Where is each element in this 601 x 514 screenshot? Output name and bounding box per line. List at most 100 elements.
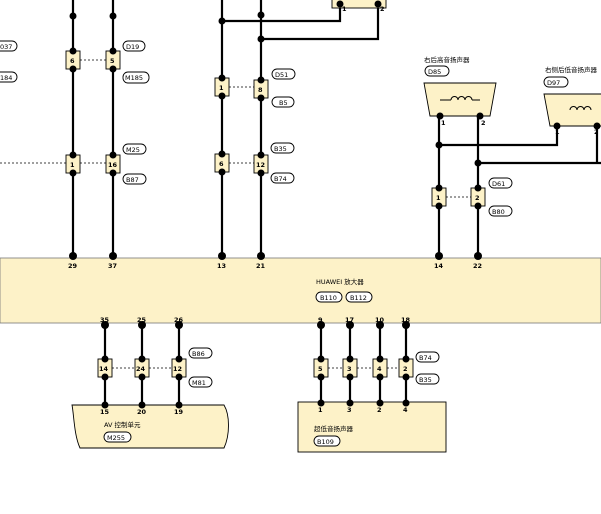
sub-top-pin-4: 18 [401, 316, 411, 324]
conn-w37-top-dot-a [109, 47, 117, 55]
av-conn-2-dot-a [138, 355, 146, 363]
av-bot-pin-3: 19 [174, 408, 184, 416]
sub-conn-pin-4: 2 [403, 365, 408, 373]
av-top-pin-1: 35 [100, 316, 110, 324]
av-conn-3-dot-b [175, 373, 183, 381]
sub-conn-pin-3: 4 [377, 365, 382, 373]
top-connector-dot-1 [336, 0, 344, 8]
wire-29-node [69, 12, 77, 20]
sub-tag-b35-pill [415, 373, 440, 385]
av-conn-1-dot-a [101, 355, 109, 363]
subwoofer-title: 超低音扬声器 [314, 424, 354, 433]
tag-d85-pill [424, 65, 450, 77]
av-top-dot-3 [175, 321, 183, 329]
av-conn-pin-3: 12 [173, 365, 182, 373]
wire-22-node [474, 159, 482, 167]
rear-high-speaker-pin-1: 1 [441, 119, 446, 127]
tag-b5: B5 [279, 99, 288, 107]
av-conn-1-dot-b [101, 373, 109, 381]
tag-b5-pill [271, 96, 295, 108]
top-connector-pin-2: 2 [380, 5, 385, 13]
edge-tag-037: 037 [0, 43, 12, 51]
wire-21-node-a [257, 11, 265, 19]
av-tag-b86-pill [188, 347, 213, 359]
conn-w37-mid-dot-a [109, 151, 117, 159]
av-top-pin-2: 25 [137, 316, 147, 324]
sub-bot-dot-4 [402, 399, 410, 407]
sub-bot-pin-1: 1 [318, 406, 323, 414]
conn-w13-mid-dot-b [218, 168, 226, 176]
conn-w13-mid-dot-a [218, 150, 226, 158]
amplifier-title: HUAWEI 放大器 [316, 277, 364, 286]
wire-14-end [435, 252, 443, 260]
pin-13: 13 [217, 262, 226, 270]
tag-b74: B74 [274, 175, 287, 183]
rear-low-speaker-coil-icon [569, 106, 592, 111]
tag-m25-pill [122, 143, 147, 155]
tag-d85: D85 [428, 68, 441, 76]
edge-tag-037-pill [0, 40, 18, 52]
sub-bot-dot-3 [376, 399, 384, 407]
tag-d19-pill [122, 40, 146, 52]
conn-w21-top-dot-b [257, 94, 265, 102]
conn-w37-top-pin: 5 [110, 57, 115, 65]
conn-w14-pin: 1 [436, 194, 441, 202]
conn-w37-mid-pin: 16 [108, 161, 118, 169]
sub-top-dot-3 [376, 321, 384, 329]
edge-tag-184-pill [0, 71, 18, 83]
conn-w29-top-dot-b [69, 65, 77, 73]
av-top-pin-3: 26 [174, 316, 184, 324]
sub-top-dot-4 [402, 321, 410, 329]
subwoofer-tag-pill [313, 435, 341, 447]
amplifier-tag-b112-pill [345, 291, 373, 303]
sub-conn-3-dot-a [376, 355, 384, 363]
conn-w29-top-pin: 6 [70, 57, 75, 65]
sub-conn-3-dot-b [376, 373, 384, 381]
top-connector-dot-2 [374, 0, 382, 8]
av-bot-dot-2 [138, 401, 146, 409]
tag-d61-pill [488, 177, 513, 189]
wire-low-route-1 [439, 126, 559, 147]
wire-21-end [257, 252, 265, 260]
sub-bot-pin-3: 2 [377, 406, 382, 414]
av-control-unit-title: AV 控制单元 [104, 420, 141, 429]
sub-bot-pin-2: 3 [347, 406, 352, 414]
av-conn-3-dot-a [175, 355, 183, 363]
tag-b87: B87 [126, 176, 139, 184]
pin-29: 29 [68, 262, 78, 270]
av-tag-m81-pill [188, 376, 213, 388]
av-bot-dot-1 [101, 401, 109, 409]
av-bot-pin-2: 20 [137, 408, 147, 416]
tag-m25: M25 [126, 146, 140, 154]
wire-37-end [109, 252, 117, 260]
av-bot-pin-1: 15 [100, 408, 110, 416]
wire-top-route-2 [261, 0, 380, 41]
sub-tag-b35: B35 [419, 376, 432, 384]
rear-high-speaker-body [423, 82, 497, 117]
tag-b80-pill [488, 205, 513, 217]
conn-w13-top-pin: 1 [219, 84, 224, 92]
wire-37-node [109, 12, 117, 20]
sub-conn-pin-2: 3 [347, 365, 352, 373]
conn-w21-mid-dot-a [257, 151, 265, 159]
sub-conn-2-dot-a [346, 355, 354, 363]
av-control-unit-box [71, 404, 229, 449]
av-conn-pin-1: 14 [99, 365, 109, 373]
edge-tag-184: 184 [0, 74, 12, 82]
conn-w21-top-dot-a [257, 76, 265, 84]
conn-w22-pin: 2 [475, 194, 480, 202]
tag-b35-pill [270, 142, 295, 154]
sub-bot-dot-1 [317, 399, 325, 407]
wire-top-route-1 [222, 0, 342, 23]
sub-tag-b74: B74 [419, 354, 432, 362]
rear-high-speaker-pin-2: 2 [481, 119, 486, 127]
tag-d51: D51 [275, 71, 288, 79]
subwoofer-tag: B109 [317, 438, 334, 446]
rear-low-speaker-title: 右侧后低音扬声器 [545, 65, 598, 74]
sub-conn-4-dot-a [402, 355, 410, 363]
sub-conn-1-dot-b [317, 373, 325, 381]
pin-37: 37 [108, 262, 117, 270]
av-unit-tag-pill [103, 431, 132, 443]
sub-top-dot-2 [346, 321, 354, 329]
av-top-dot-2 [138, 321, 146, 329]
